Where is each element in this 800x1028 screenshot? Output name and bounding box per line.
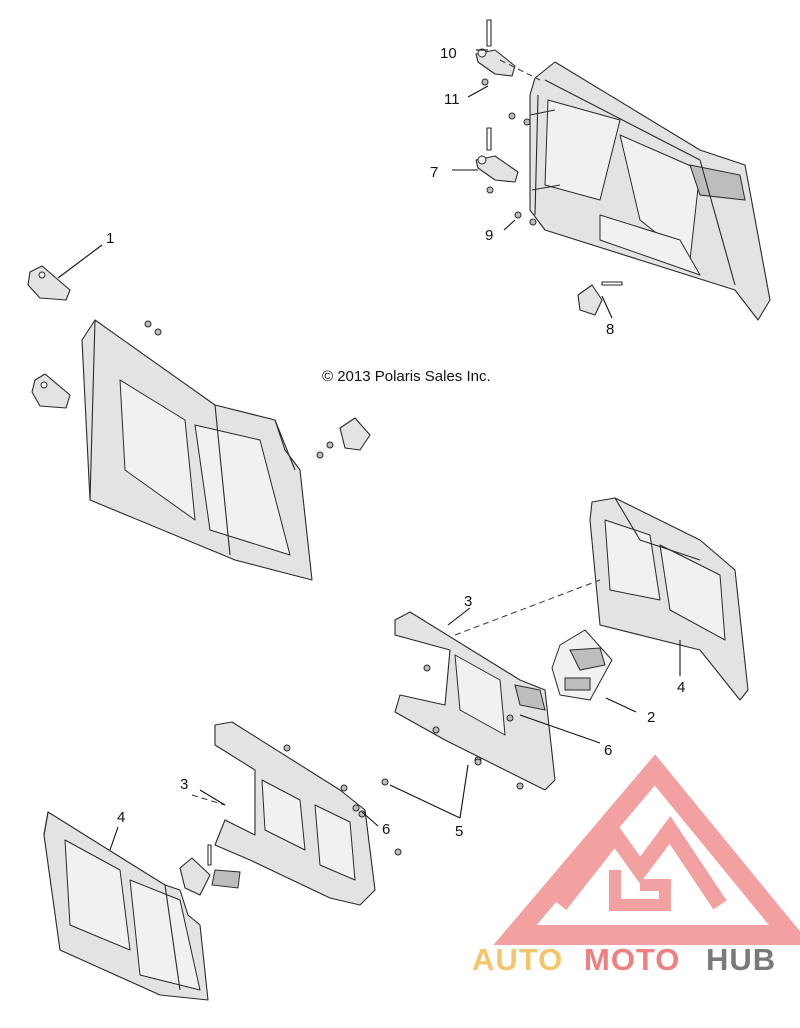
copyright-text: © 2013 Polaris Sales Inc. (322, 368, 491, 385)
callout-2: 2 (647, 709, 655, 726)
callout-9: 9 (485, 227, 493, 244)
door-panel-lower (43, 811, 209, 1001)
screws-lower (283, 744, 482, 856)
watermark-logo (493, 754, 800, 945)
latch-assembly (551, 629, 613, 701)
callout-1: 1 (106, 230, 114, 247)
door-frame-middle (394, 611, 556, 791)
screws-left-top (144, 320, 162, 336)
callout-4-left: 4 (117, 809, 125, 826)
callout-10: 10 (440, 45, 457, 62)
alignment-line-2 (499, 59, 541, 81)
alignment-line-3 (191, 794, 226, 806)
callout-7: 7 (430, 164, 438, 181)
callout-6-right: 6 (604, 742, 612, 759)
callout-5: 5 (455, 823, 463, 840)
callout-3-upper: 3 (464, 593, 472, 610)
watermark-moto: MOTO (584, 942, 680, 977)
callout-6-left: 6 (382, 821, 390, 838)
hinge-upper (475, 19, 516, 86)
door-panel-upper (81, 319, 313, 581)
door-frame-upper (529, 61, 771, 321)
door-frame-lower (214, 721, 376, 906)
screws-upper (508, 112, 537, 226)
hinge-middle (475, 127, 519, 194)
latch-plate-left (316, 417, 371, 459)
callout-8: 8 (606, 321, 614, 338)
callout-3-lower: 3 (180, 776, 188, 793)
latch-lower (179, 844, 241, 896)
leader-lines (57, 49, 681, 851)
watermark-auto: AUTO (472, 942, 563, 977)
alignment-line-1 (454, 579, 601, 636)
watermark-hub: HUB (706, 942, 776, 977)
door-inner-panel-right (589, 497, 749, 701)
hinge-left-1 (27, 265, 71, 301)
hinge-left-2 (31, 373, 71, 409)
latch-striker (577, 281, 623, 316)
callout-4-right: 4 (677, 679, 685, 696)
callout-11: 11 (444, 91, 460, 108)
